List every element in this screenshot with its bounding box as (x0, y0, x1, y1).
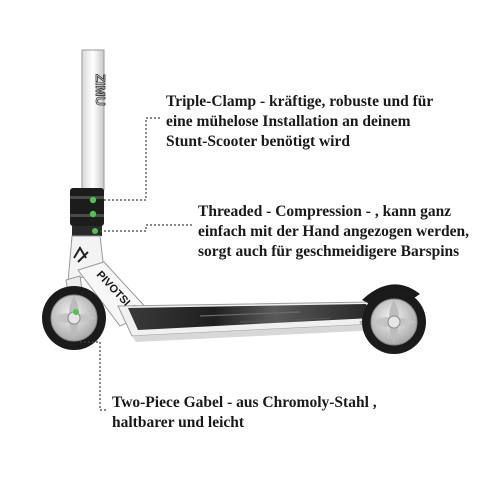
clamp-bolt-icon (89, 196, 97, 204)
griptape (128, 304, 372, 330)
rear-brake (362, 284, 420, 304)
callout-fork: Two-Piece Gabel - aus Chromoly-Stahl , h… (112, 394, 377, 431)
compression-headset (72, 226, 102, 236)
triple-clamp (70, 188, 104, 226)
logo-mark-icon (73, 246, 89, 263)
deck (117, 301, 380, 342)
leader-lines (78, 117, 192, 411)
clamp-bolt-icon (89, 210, 97, 218)
callout-compression: Threaded - Compression - , kann ganz ein… (198, 203, 469, 260)
front-wheel (42, 286, 106, 350)
rear-wheel (362, 290, 426, 354)
leader-line-compression (100, 224, 192, 232)
handlebar-stem: ZIMU (81, 49, 109, 191)
axle-bolt-icon (73, 309, 79, 315)
callout-triple-clamp: Triple-Clamp - kräftige, robuste und für… (166, 93, 434, 150)
leader-line-fork (78, 341, 106, 411)
leader-line-triple-clamp (104, 117, 160, 201)
bar-lettering: ZIMU (93, 74, 109, 107)
svg-text:ZIMU: ZIMU (93, 74, 108, 106)
compression-dot-icon (92, 228, 98, 234)
